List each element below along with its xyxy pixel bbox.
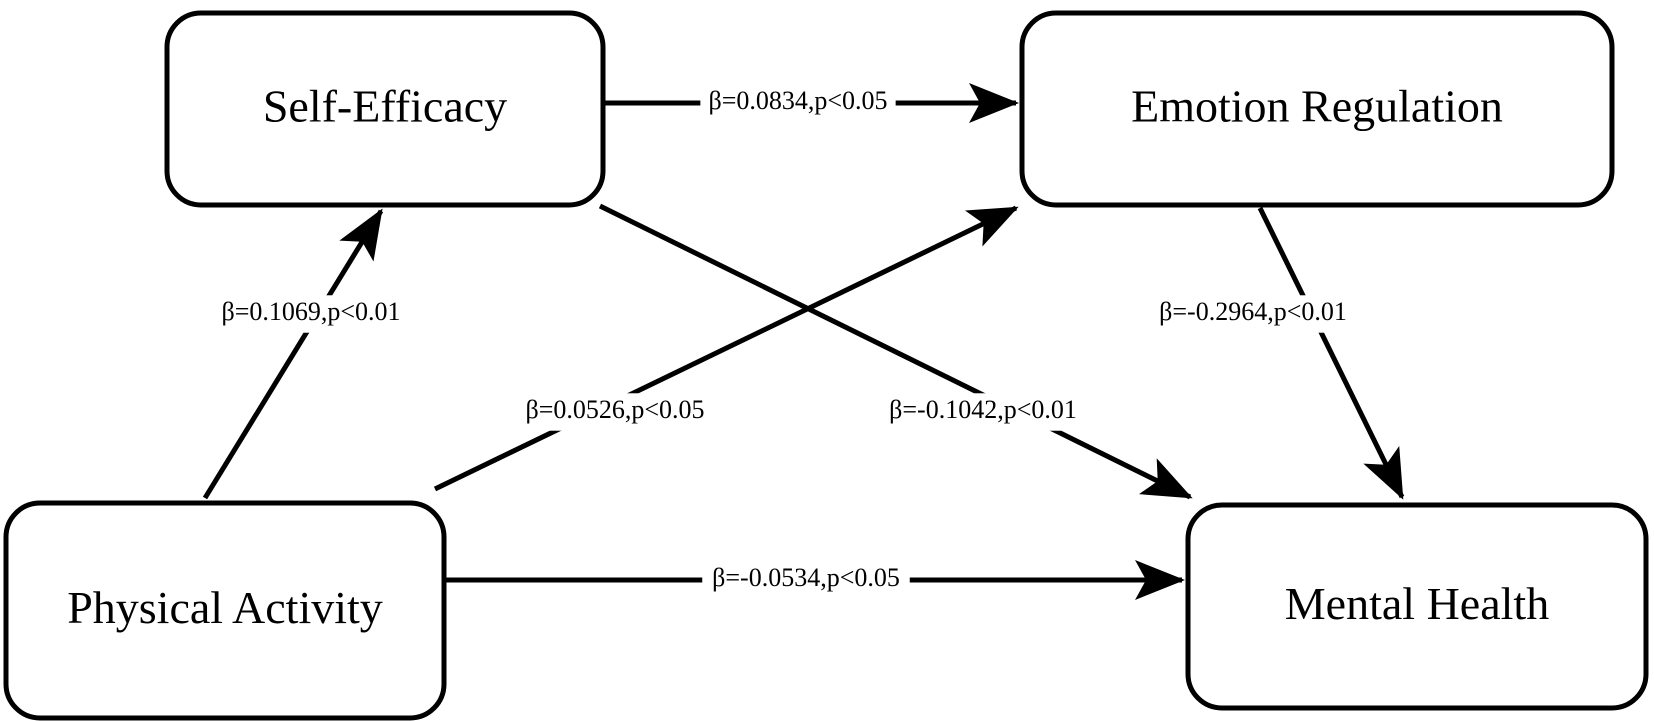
edge-label-text: β=-0.1042,p<0.01 xyxy=(889,395,1077,424)
edge-label-background xyxy=(704,561,908,599)
node-label: Mental Health xyxy=(1285,578,1549,629)
edge-line xyxy=(598,203,1193,500)
edge-line xyxy=(202,208,384,500)
edge-label-background xyxy=(1151,295,1355,333)
node-box xyxy=(3,500,447,721)
edge-se_to_mh xyxy=(598,203,1193,500)
node-label: Emotion Regulation xyxy=(1131,81,1503,132)
edge-label-background xyxy=(702,84,894,122)
node-box xyxy=(164,10,606,208)
node-label: Self-Efficacy xyxy=(263,81,507,132)
edge-label-text: β=0.1069,p<0.01 xyxy=(221,297,400,326)
edges-layer xyxy=(202,83,1405,600)
edge-pa_to_er xyxy=(433,205,1019,492)
edge-label-pa_to_er: β=0.0526,p<0.05 xyxy=(519,393,711,431)
node-physical_activity[interactable]: Physical Activity xyxy=(3,500,447,721)
edge-label-se_to_mh: β=-0.1042,p<0.01 xyxy=(881,393,1085,431)
edge-line xyxy=(433,205,1019,492)
node-emotion_regulation[interactable]: Emotion Regulation xyxy=(1019,10,1615,208)
node-self_efficacy[interactable]: Self-Efficacy xyxy=(164,10,606,208)
edge-pa_to_se xyxy=(202,208,384,500)
edge-label-background xyxy=(881,393,1085,431)
node-mental_health[interactable]: Mental Health xyxy=(1185,502,1649,711)
node-box xyxy=(1185,502,1649,711)
edge-label-text: β=0.0526,p<0.05 xyxy=(525,395,704,424)
edge-label-se_to_er: β=0.0834,p<0.05 xyxy=(702,84,894,122)
edge-label-pa_to_se: β=0.1069,p<0.01 xyxy=(215,295,407,333)
node-box xyxy=(1019,10,1615,208)
edge-line xyxy=(1257,206,1405,500)
edge-label-text: β=-0.2964,p<0.01 xyxy=(1159,297,1347,326)
edge-label-text: β=-0.0534,p<0.05 xyxy=(712,563,900,592)
edge-label-er_to_mh: β=-0.2964,p<0.01 xyxy=(1151,295,1355,333)
edge-label-background xyxy=(215,295,407,333)
edge-label-text: β=0.0834,p<0.05 xyxy=(708,86,887,115)
node-label: Physical Activity xyxy=(67,582,383,633)
edge-labels-layer: β=0.0834,p<0.05 β=0.1069,p<0.01 β=0.0526,p… xyxy=(215,84,1355,599)
edge-label-background xyxy=(519,393,711,431)
nodes-layer: Self-Efficacy Emotion RegulationPhysical … xyxy=(3,10,1649,721)
edge-label-pa_to_mh: β=-0.0534,p<0.05 xyxy=(704,561,908,599)
edge-er_to_mh xyxy=(1257,206,1405,500)
